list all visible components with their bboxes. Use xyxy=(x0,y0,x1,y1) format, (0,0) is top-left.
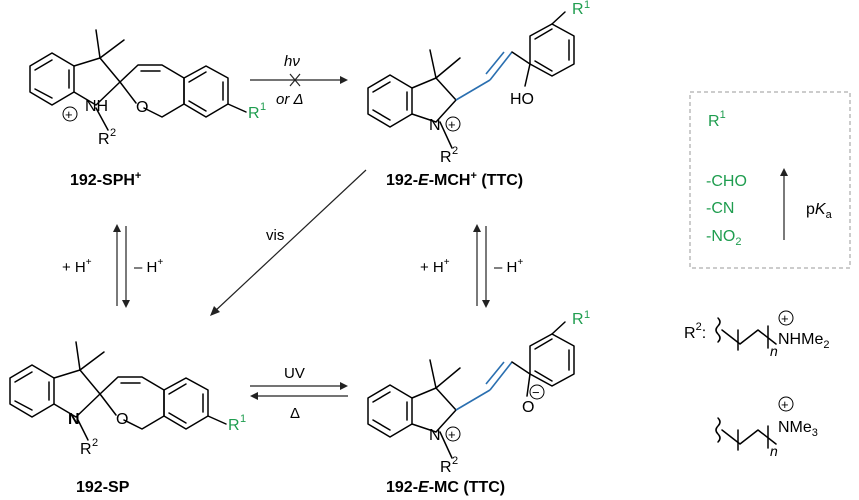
svg-text:+: + xyxy=(781,311,789,326)
structure-sp: N O R 2 R 1 xyxy=(9,341,246,458)
r2-n-1: n xyxy=(770,343,778,359)
legend-pka: pKa xyxy=(806,201,833,221)
atom-r2: R xyxy=(98,131,110,148)
arrow-hv-blocked: hν or Δ xyxy=(250,53,348,108)
r2-nhme2: NHMe2 xyxy=(778,331,829,351)
r2-definitions: R2: n + NHMe2 n + NMe3 xyxy=(684,310,829,459)
svg-text:+: + xyxy=(448,427,456,442)
atom-o-minus: O xyxy=(522,399,534,416)
structure-sph: NH + O R 2 R 1 xyxy=(29,29,266,148)
legend-item-cn: -CN xyxy=(706,200,734,217)
atom-o: O xyxy=(116,411,128,428)
cond-or-heat: or Δ xyxy=(276,91,304,108)
atom-n: N xyxy=(429,427,441,444)
legend-item-no2: -NO2 xyxy=(706,228,741,248)
svg-text:1: 1 xyxy=(584,0,590,11)
label-mch: 192-E-MCH+ (TTC) xyxy=(386,170,523,189)
structure-mch: N + R 2 HO R 1 xyxy=(367,0,590,166)
svg-text:+: + xyxy=(448,117,456,132)
label-sph: 192-SPH+ xyxy=(70,170,141,189)
label-sp: 192-SP xyxy=(76,479,130,496)
legend-title: R1 xyxy=(708,109,726,130)
svg-text:1: 1 xyxy=(260,101,266,113)
arrow-uv-heat: UV Δ xyxy=(250,365,348,422)
cond-minus-h-right: – H+ xyxy=(494,257,523,276)
legend-item-cho: -CHO xyxy=(706,173,747,190)
cond-vis: vis xyxy=(266,227,284,244)
atom-ho: HO xyxy=(510,91,534,108)
cond-plus-h-right: + H+ xyxy=(420,257,450,276)
arrow-right-equilibrium: + H+ – H+ xyxy=(420,224,523,308)
svg-text:1: 1 xyxy=(240,413,246,425)
cond-delta: Δ xyxy=(290,405,300,422)
atom-r2: R xyxy=(440,149,452,166)
atom-r1: R xyxy=(228,417,240,434)
r2-n-2: n xyxy=(770,443,778,459)
atom-r2: R xyxy=(440,459,452,476)
r2-nme3: NMe3 xyxy=(778,419,818,439)
cond-plus-h: + H+ xyxy=(62,257,92,276)
label-mc: 192-E-MC (TTC) xyxy=(386,479,505,496)
svg-text:2: 2 xyxy=(452,455,458,467)
r1-legend: R1 -CHO -CN -NO2 pKa xyxy=(689,91,851,269)
r2-title: R2: xyxy=(684,321,706,342)
cond-uv: UV xyxy=(284,365,305,382)
atom-r2: R xyxy=(80,441,92,458)
atom-r1: R xyxy=(572,1,584,18)
atom-r1: R xyxy=(248,105,260,122)
svg-text:+: + xyxy=(781,397,789,412)
cond-hv: hν xyxy=(284,53,300,70)
atom-nh: NH xyxy=(85,98,108,115)
cond-minus-h: – H+ xyxy=(134,257,163,276)
atom-r1: R xyxy=(572,311,584,328)
svg-text:2: 2 xyxy=(452,145,458,157)
svg-text:−: − xyxy=(532,385,540,400)
atom-n: N xyxy=(429,117,441,134)
charge-plus: + xyxy=(65,107,73,122)
svg-text:2: 2 xyxy=(92,437,98,449)
svg-text:1: 1 xyxy=(584,309,590,321)
atom-o: O xyxy=(136,99,148,116)
arrow-left-equilibrium: + H+ – H+ xyxy=(62,224,163,308)
structure-mc: N + R 2 O − R 1 xyxy=(367,309,590,476)
svg-text:2: 2 xyxy=(110,127,116,139)
arrow-vis: vis xyxy=(210,169,367,316)
atom-n: N xyxy=(68,411,80,428)
